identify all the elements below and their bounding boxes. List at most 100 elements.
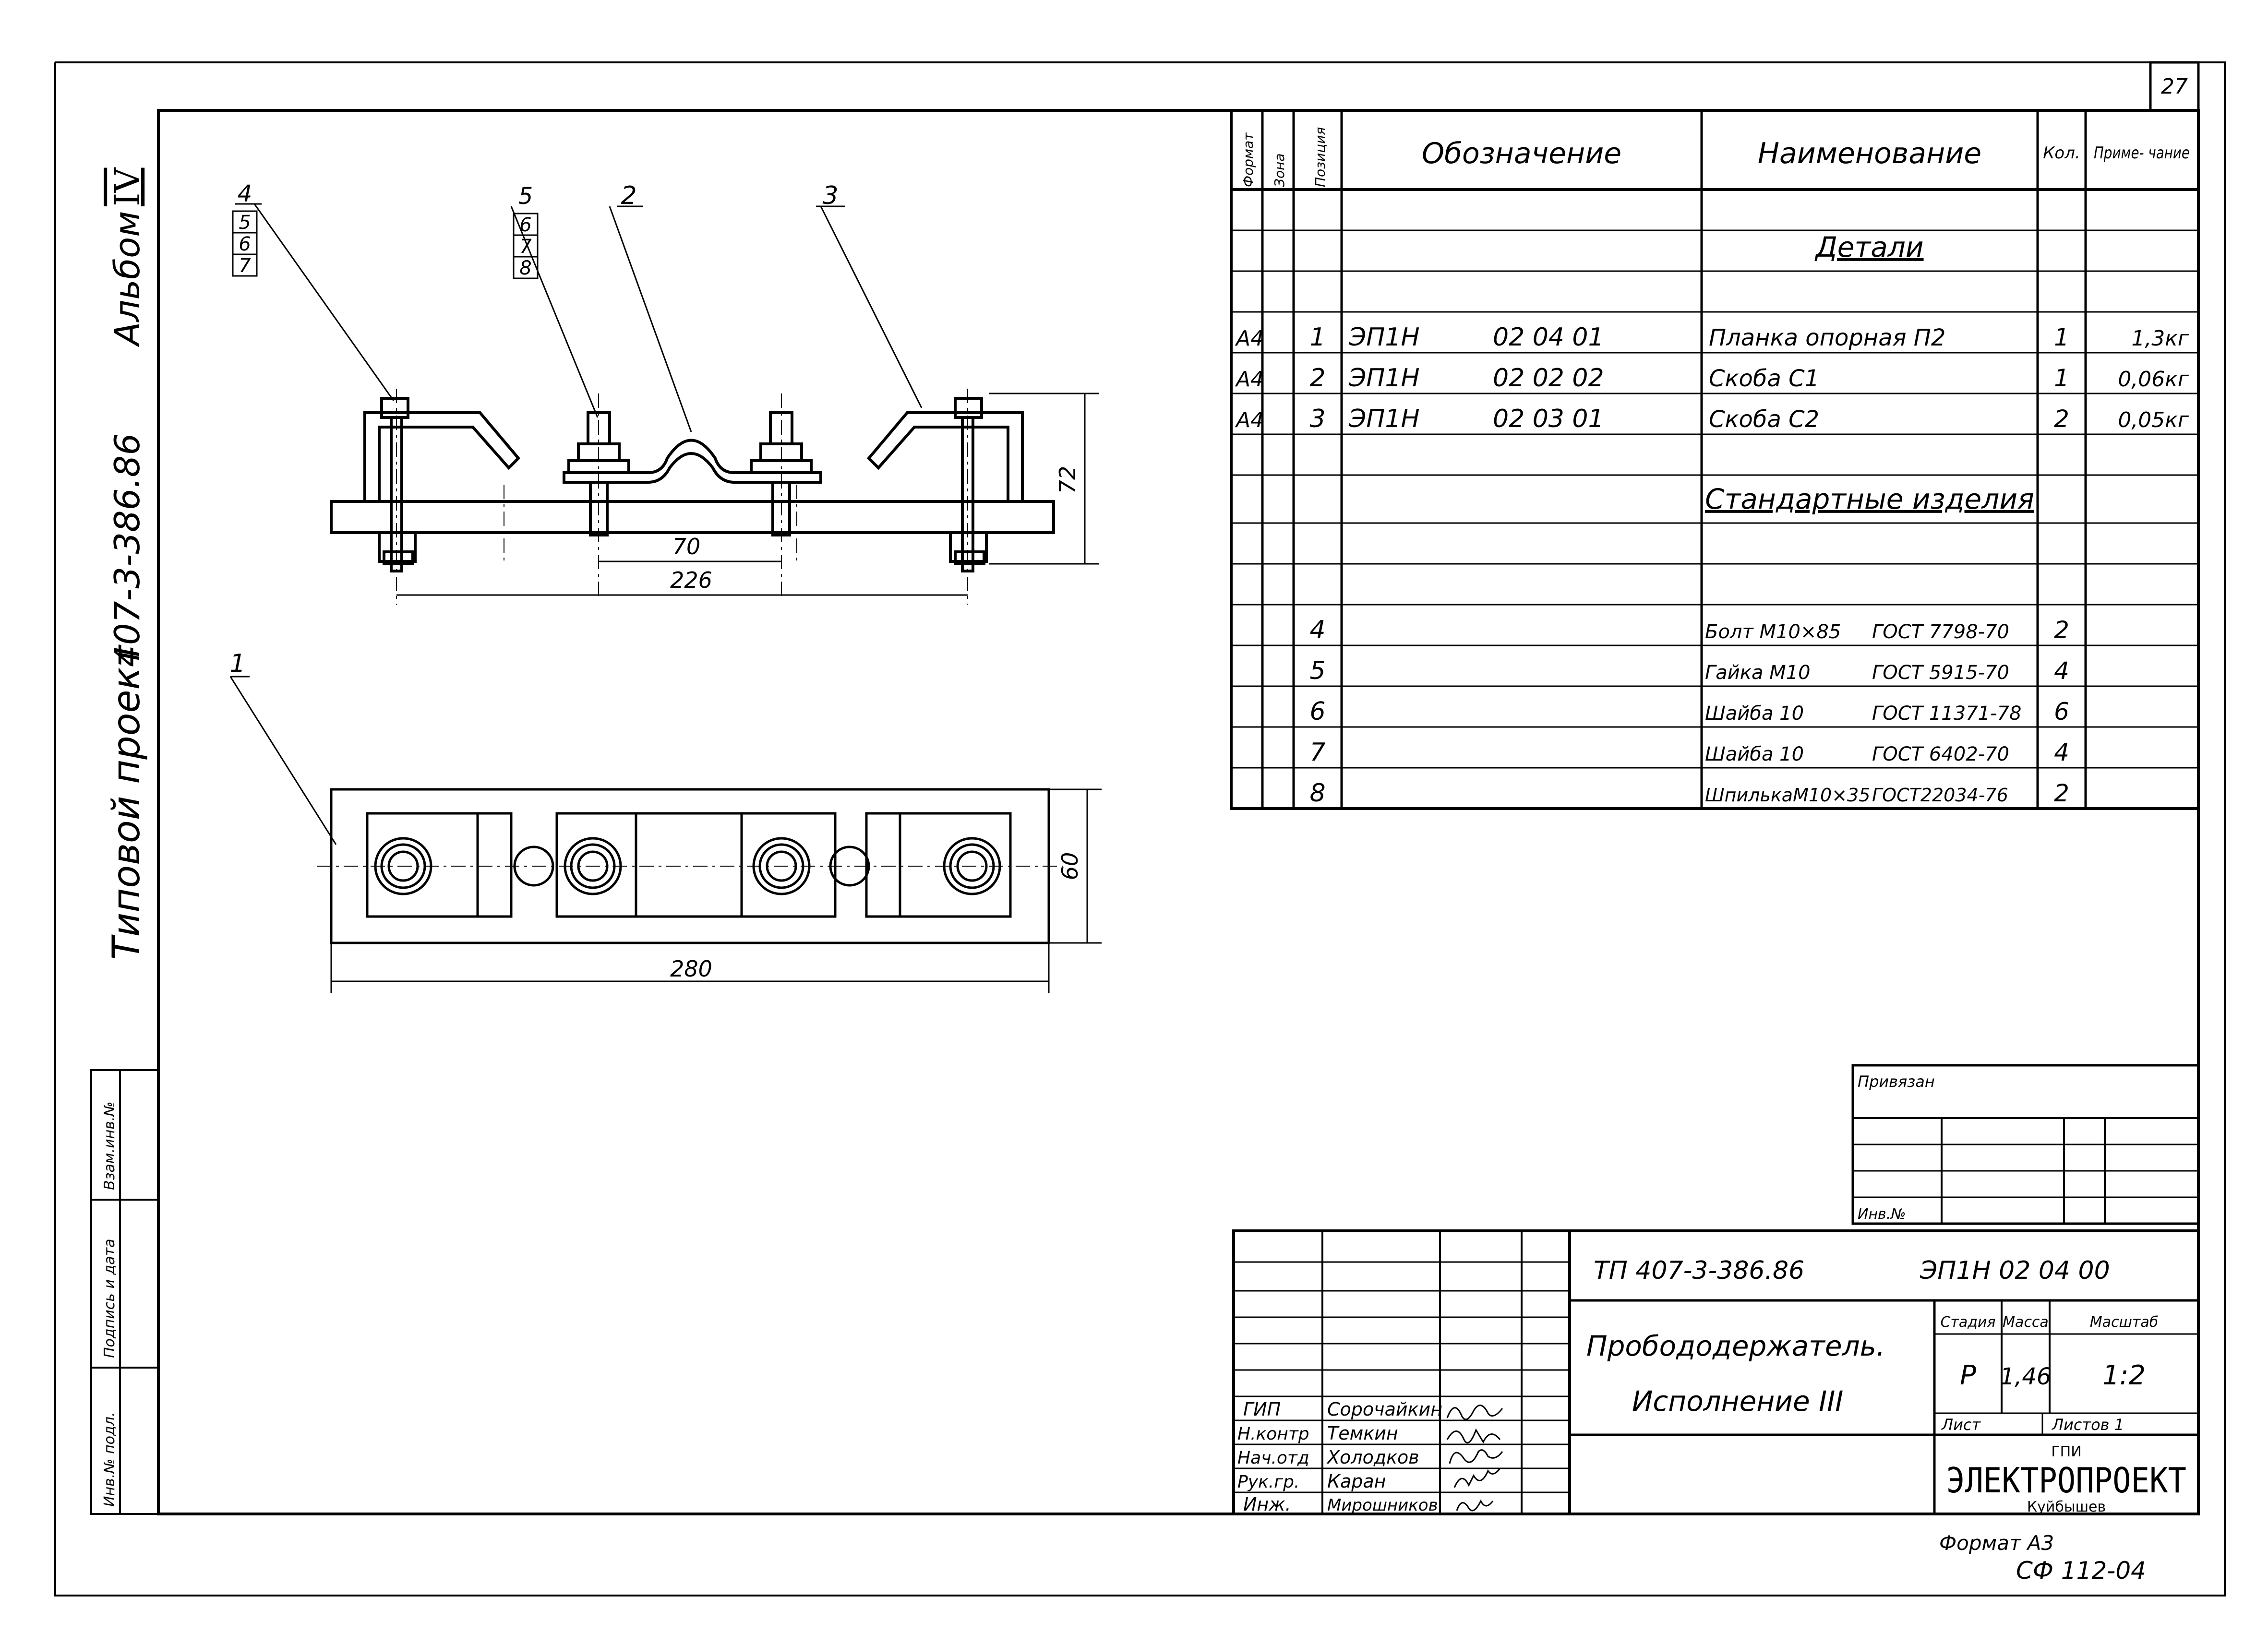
row2-format: А4: [1235, 367, 1264, 392]
sig-name-4: Каран: [1327, 1471, 1386, 1492]
callout-stack-mid-boxes: [513, 213, 539, 279]
srow8-qty: 2: [2054, 779, 2069, 807]
callout-7: 7: [519, 236, 532, 258]
tb-org-city: Куйбышев: [2027, 1499, 2106, 1515]
callout-5: 5: [518, 183, 533, 210]
tb-scale: 1:2: [2102, 1360, 2146, 1391]
album-number: IV: [107, 167, 147, 206]
series-label: Типовой проект: [105, 644, 148, 960]
attached-grid: [1851, 1064, 2200, 1225]
hdr-position: Позиция: [1312, 127, 1328, 187]
hdr-format: Формат: [1240, 132, 1256, 187]
section-standard: Стандартные изделия: [1705, 483, 2034, 515]
hdr-zone: Зона: [1272, 153, 1287, 187]
title-block-grid: [1232, 1229, 2200, 1515]
callout-6a: 6: [239, 233, 251, 255]
callout-4: 4: [238, 180, 252, 207]
sig-role-3: Нач.отд: [1237, 1448, 1309, 1468]
inner-frame: [157, 109, 2200, 1515]
hdr-note: Приме- чание: [2094, 143, 2190, 163]
plan-dimensions: [330, 788, 1102, 993]
srow7-pos: 7: [1309, 738, 1325, 767]
srow4-name: Болт М10×85: [1705, 621, 1841, 643]
standard-row-8: 8 ШпилькаМ10×35 ГОСТ22034-76 2: [1309, 779, 2069, 808]
srow4-qty: 2: [2054, 616, 2069, 644]
srow7-name: Шайба 10: [1705, 743, 1804, 765]
detail-row-1: А4 1 ЭП1Н 02 04 01 Планка опорная П2 1 1…: [1235, 323, 2189, 352]
callout-1: 1: [229, 649, 245, 678]
spec-table-grid: [1230, 109, 2200, 810]
attached-label: Привязан: [1858, 1072, 1935, 1091]
callout-2: 2: [621, 181, 636, 210]
tb-mass-label: Масса: [2003, 1314, 2049, 1331]
srow5-gost: ГОСТ 5915-70: [1872, 662, 2009, 684]
dim-72: 72: [1055, 466, 1080, 494]
sig-role-1: ГИП: [1243, 1399, 1281, 1420]
left-strip: [90, 1069, 159, 1515]
srow5-pos: 5: [1309, 656, 1325, 685]
sig-role-2: Н.контр: [1237, 1424, 1309, 1444]
dim-70: 70: [672, 534, 701, 560]
sig-role-5: Инж.: [1243, 1494, 1291, 1515]
tb-sheets-label: Листов 1: [2052, 1416, 2124, 1434]
row2-qty: 1: [2054, 364, 2069, 392]
standard-row-5: 5 Гайка М10 ГОСТ 5915-70 4: [1309, 656, 2069, 685]
front-view: [330, 389, 1055, 605]
row2-code-a: ЭП1Н: [1348, 364, 1420, 393]
row1-pos: 1: [1309, 323, 1325, 352]
row1-name: Планка опорная П2: [1709, 324, 1945, 351]
hdr-designation: Обозначение: [1422, 137, 1621, 170]
tb-sheet-label: Лист: [1941, 1416, 1981, 1434]
row3-qty: 2: [2054, 405, 2069, 433]
standard-row-4: 4 Болт М10×85 ГОСТ 7798-70 2: [1309, 616, 2069, 644]
srow5-qty: 4: [2054, 657, 2069, 685]
front-dimensions: [396, 393, 1099, 596]
standard-row-7: 7 Шайба 10 ГОСТ 6402-70 4: [1309, 738, 2069, 767]
callout-lines: [229, 203, 923, 845]
row3-code-b: 02 03 01: [1493, 405, 1604, 433]
srow8-gost: ГОСТ22034-76: [1872, 785, 2008, 806]
sig-name-3: Холодков: [1326, 1447, 1419, 1468]
row3-pos: 3: [1309, 405, 1325, 433]
sig-name-2: Темкин: [1327, 1423, 1398, 1444]
srow4-gost: ГОСТ 7798-70: [1872, 621, 2009, 643]
footer-format: Формат А3: [1939, 1531, 2054, 1555]
row1-code-b: 02 04 01: [1493, 323, 1604, 352]
sig-name-1: Сорочайкин: [1327, 1399, 1442, 1420]
tb-doc-code: ЭП1Н 02 04 00: [1920, 1256, 2110, 1285]
row2-note: 0,06кг: [2118, 367, 2189, 392]
dim-280: 280: [670, 956, 712, 982]
attached-inv-label: Инв.№: [1858, 1206, 1906, 1223]
row3-format: А4: [1235, 408, 1264, 432]
strip-signature-date: Подпись и дата: [101, 1239, 118, 1358]
section-details: Детали: [1814, 231, 1923, 263]
detail-row-3: А4 3 ЭП1Н 02 03 01 Скоба С2 2 0,05кг: [1235, 405, 2189, 433]
hdr-qty: Кол.: [2043, 143, 2080, 163]
album-label: Альбом: [107, 211, 147, 347]
strip-inv-original: Инв.№ подл.: [101, 1412, 118, 1507]
tb-stage-label: Стадия: [1940, 1314, 1995, 1331]
sheet-number: 27: [2161, 74, 2188, 99]
srow8-name: ШпилькаМ10×35: [1705, 785, 1870, 806]
srow6-name: Шайба 10: [1705, 703, 1804, 725]
row2-name: Скоба С1: [1709, 365, 1819, 392]
tb-scale-label: Масштаб: [2090, 1314, 2159, 1331]
tb-project-ref: ТП 407-3-386.86: [1594, 1256, 1804, 1285]
callout-5a: 5: [239, 212, 251, 234]
tb-org-small: ГПИ: [2051, 1443, 2081, 1460]
srow6-gost: ГОСТ 11371-78: [1872, 703, 2021, 725]
callout-stack-left-boxes: [232, 210, 258, 277]
row2-code-b: 02 02 02: [1493, 364, 1604, 393]
row1-qty: 1: [2054, 323, 2069, 351]
row3-note: 0,05кг: [2118, 408, 2189, 432]
detail-row-2: А4 2 ЭП1Н 02 02 02 Скоба С1 1 0,06кг: [1235, 364, 2189, 393]
srow4-pos: 4: [1309, 616, 1325, 644]
standard-row-6: 6 Шайба 10 ГОСТ 11371-78 6: [1309, 697, 2069, 726]
tb-title-line1: Пробододержатель.: [1586, 1330, 1885, 1362]
row1-note: 1,3кг: [2131, 326, 2189, 351]
srow7-gost: ГОСТ 6402-70: [1872, 743, 2009, 765]
tb-mass: 1,46: [2000, 1363, 2052, 1390]
hdr-name: Наименование: [1758, 137, 1981, 170]
outer-frame: [54, 61, 2226, 1596]
